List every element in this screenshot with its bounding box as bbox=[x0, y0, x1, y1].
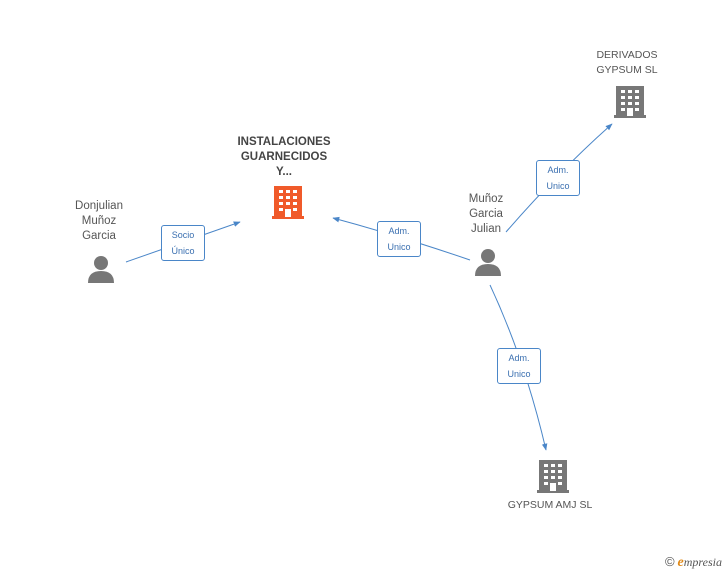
edge-label-line: Adm. bbox=[388, 226, 410, 236]
label-line: INSTALACIONES bbox=[237, 136, 331, 148]
copyright-symbol: © bbox=[664, 554, 675, 569]
company-label-derivados[interactable]: DERIVADOS GYPSUM SL bbox=[582, 48, 672, 78]
building-icon[interactable] bbox=[614, 86, 646, 118]
label-line: GUARNECIDOS bbox=[240, 151, 328, 163]
edge-label-adm-instalaciones: Adm. Unico bbox=[377, 221, 421, 257]
edge-label-line: Único bbox=[171, 246, 195, 256]
edge-label-adm-gypsum-amj: Adm. Unico bbox=[497, 348, 541, 384]
building-icon[interactable] bbox=[272, 186, 304, 219]
edge-label-adm-derivados: Adm. Unico bbox=[536, 160, 580, 196]
edge-label-socio-unico: Socio Único bbox=[161, 225, 205, 261]
person-label-munoz[interactable]: Muñoz Garcia Julian bbox=[451, 192, 521, 237]
label-line: Muñoz bbox=[468, 193, 504, 205]
label-line: Y... bbox=[276, 166, 292, 178]
label-line: GYPSUM SL bbox=[596, 64, 658, 76]
edge-label-line: Socio bbox=[171, 230, 195, 240]
brand-footer: ©empresia bbox=[665, 554, 722, 571]
edge-label-line: Unico bbox=[507, 369, 531, 379]
edge-label-line: Unico bbox=[387, 242, 411, 252]
person-icon[interactable] bbox=[88, 256, 114, 283]
label-line: Garcia bbox=[82, 230, 116, 242]
edge-label-line: Adm. bbox=[547, 165, 569, 175]
empresia-logo-mark: e bbox=[677, 555, 684, 570]
edge-label-line: Unico bbox=[546, 181, 570, 191]
label-line: GYPSUM AMJ SL bbox=[507, 499, 593, 511]
label-line: Donjulian bbox=[75, 200, 123, 212]
company-label-instalaciones[interactable]: INSTALACIONES GUARNECIDOS Y... bbox=[224, 135, 344, 180]
company-label-gypsum-amj[interactable]: GYPSUM AMJ SL bbox=[500, 498, 600, 513]
label-line: Muñoz bbox=[81, 215, 117, 227]
edge-label-line: Adm. bbox=[508, 353, 530, 363]
empresia-logo-text: mpresia bbox=[683, 555, 722, 569]
person-icon[interactable] bbox=[475, 249, 501, 276]
label-line: Julian bbox=[470, 223, 502, 235]
building-icon[interactable] bbox=[537, 460, 569, 493]
label-line: DERIVADOS bbox=[596, 49, 658, 61]
label-line: Garcia bbox=[469, 208, 503, 220]
person-label-donjulian[interactable]: Donjulian Muñoz Garcia bbox=[64, 199, 134, 244]
